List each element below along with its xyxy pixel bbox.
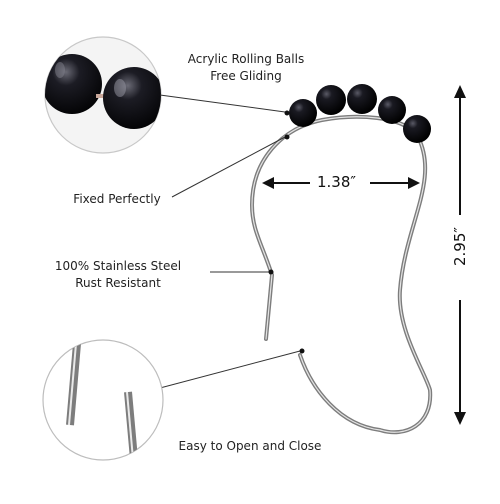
label-fixed: Fixed Perfectly bbox=[73, 192, 161, 206]
zoom-circle-balls bbox=[44, 36, 162, 154]
label-acrylic: Acrylic Rolling Balls Free Gliding bbox=[176, 51, 316, 85]
hook-wire bbox=[249, 114, 433, 435]
callout-lines bbox=[159, 94, 301, 389]
height-arrow bbox=[454, 85, 466, 425]
ball-1 bbox=[289, 99, 317, 127]
label-acrylic-line1: Acrylic Rolling Balls bbox=[187, 52, 305, 66]
width-arrow bbox=[262, 177, 420, 189]
ball-4 bbox=[378, 96, 406, 124]
callout-dots bbox=[268, 110, 305, 354]
magnified-ball-left bbox=[45, 54, 102, 114]
label-steel-line2: Rust Resistant bbox=[75, 276, 161, 290]
label-steel-line1: 100% Stainless Steel bbox=[54, 259, 182, 273]
width-dimension: 1.38″ bbox=[317, 173, 357, 191]
ball-2 bbox=[316, 85, 346, 115]
label-easy: Easy to Open and Close bbox=[178, 439, 322, 453]
height-dimension: 2.95″ bbox=[451, 226, 469, 266]
label-acrylic-line2: Free Gliding bbox=[210, 69, 282, 83]
label-steel: 100% Stainless Steel Rust Resistant bbox=[38, 258, 198, 292]
ball-3 bbox=[347, 84, 377, 114]
ball-5 bbox=[403, 115, 431, 143]
zoom-circle-wire-ends bbox=[42, 339, 164, 461]
rolling-balls bbox=[289, 84, 431, 143]
